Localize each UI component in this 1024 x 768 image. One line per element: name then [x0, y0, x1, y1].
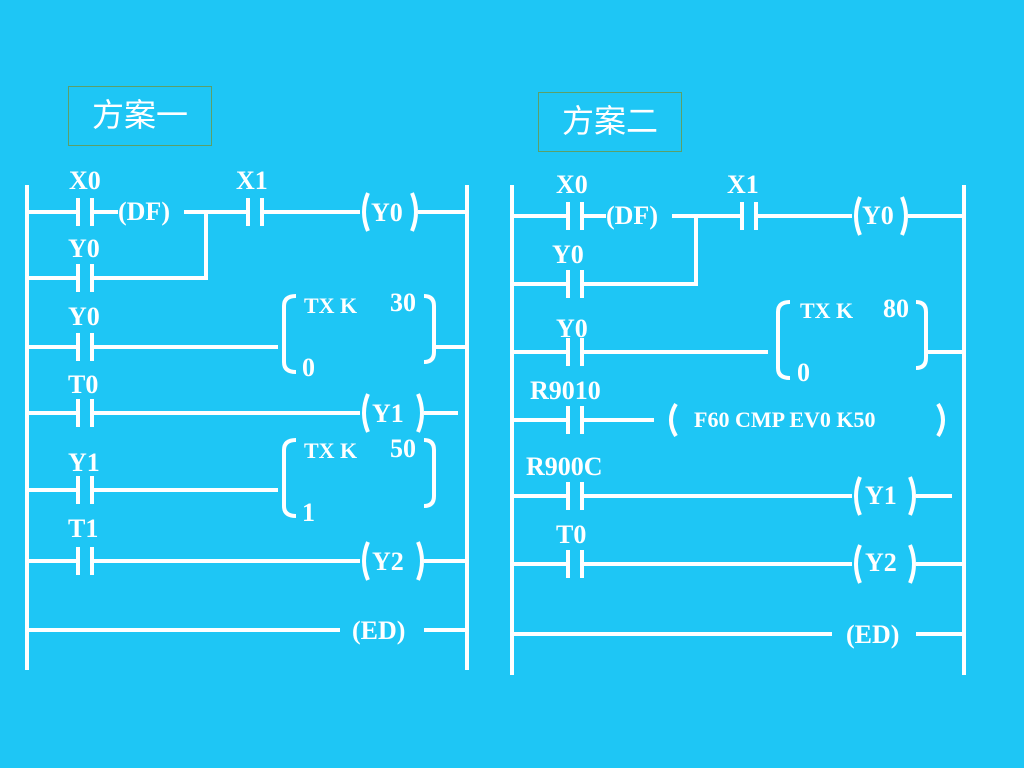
s1-x1-label: X1	[236, 166, 268, 195]
s2-r9010-label: R9010	[530, 376, 601, 405]
s1-tx1-value: 50	[390, 434, 416, 463]
s1-tx0-preset: TX K	[304, 293, 358, 318]
s1-y1-label: Y1	[68, 448, 100, 477]
scheme2-title: 方案二	[538, 92, 682, 152]
s1-y0-coil-label: Y0	[371, 198, 403, 227]
s2-x1-label: X1	[727, 170, 759, 199]
s1-df-instruction: (DF)	[118, 197, 170, 226]
scheme1-title: 方案一	[68, 86, 212, 146]
s1-t1-label: T1	[68, 514, 99, 543]
s1-tx0-number: 0	[302, 353, 315, 382]
s2-t0-label: T0	[556, 520, 587, 549]
s2-df-instruction: (DF)	[606, 201, 658, 230]
s2-ed-instruction: (ED)	[846, 620, 900, 649]
s2-x0-label: X0	[556, 170, 588, 199]
s2-y2-coil-label: Y2	[865, 548, 897, 577]
s1-y2-coil-label: Y2	[372, 547, 404, 576]
s1-y0-branch-label: Y0	[68, 234, 100, 263]
s2-tx0-preset: TX K	[800, 298, 854, 323]
s1-tx1-preset: TX K	[304, 438, 358, 463]
s2-y1-coil-label: Y1	[865, 481, 897, 510]
s1-y0-coil	[362, 192, 370, 232]
s1-t0-label: T0	[68, 370, 99, 399]
s1-y1-coil-label: Y1	[372, 399, 404, 428]
s2-r900c-label: R900C	[526, 452, 603, 481]
s1-x0-label: X0	[69, 166, 101, 195]
s2-y0-rung2-label: Y0	[556, 314, 588, 343]
s1-ed-instruction: (ED)	[352, 616, 406, 645]
s2-tx0-value: 80	[883, 294, 909, 323]
s1-y0-rung2-label: Y0	[68, 302, 100, 331]
s2-y0-coil-label: Y0	[862, 201, 894, 230]
s2-y0-branch-label: Y0	[552, 240, 584, 269]
s1-tx0-value: 30	[390, 288, 416, 317]
s2-tx0-number: 0	[797, 358, 810, 387]
s2-f60-instruction: F60 CMP EV0 K50	[694, 407, 876, 432]
s1-tx1-number: 1	[302, 498, 315, 527]
s1-tx0-bracket	[282, 294, 297, 374]
